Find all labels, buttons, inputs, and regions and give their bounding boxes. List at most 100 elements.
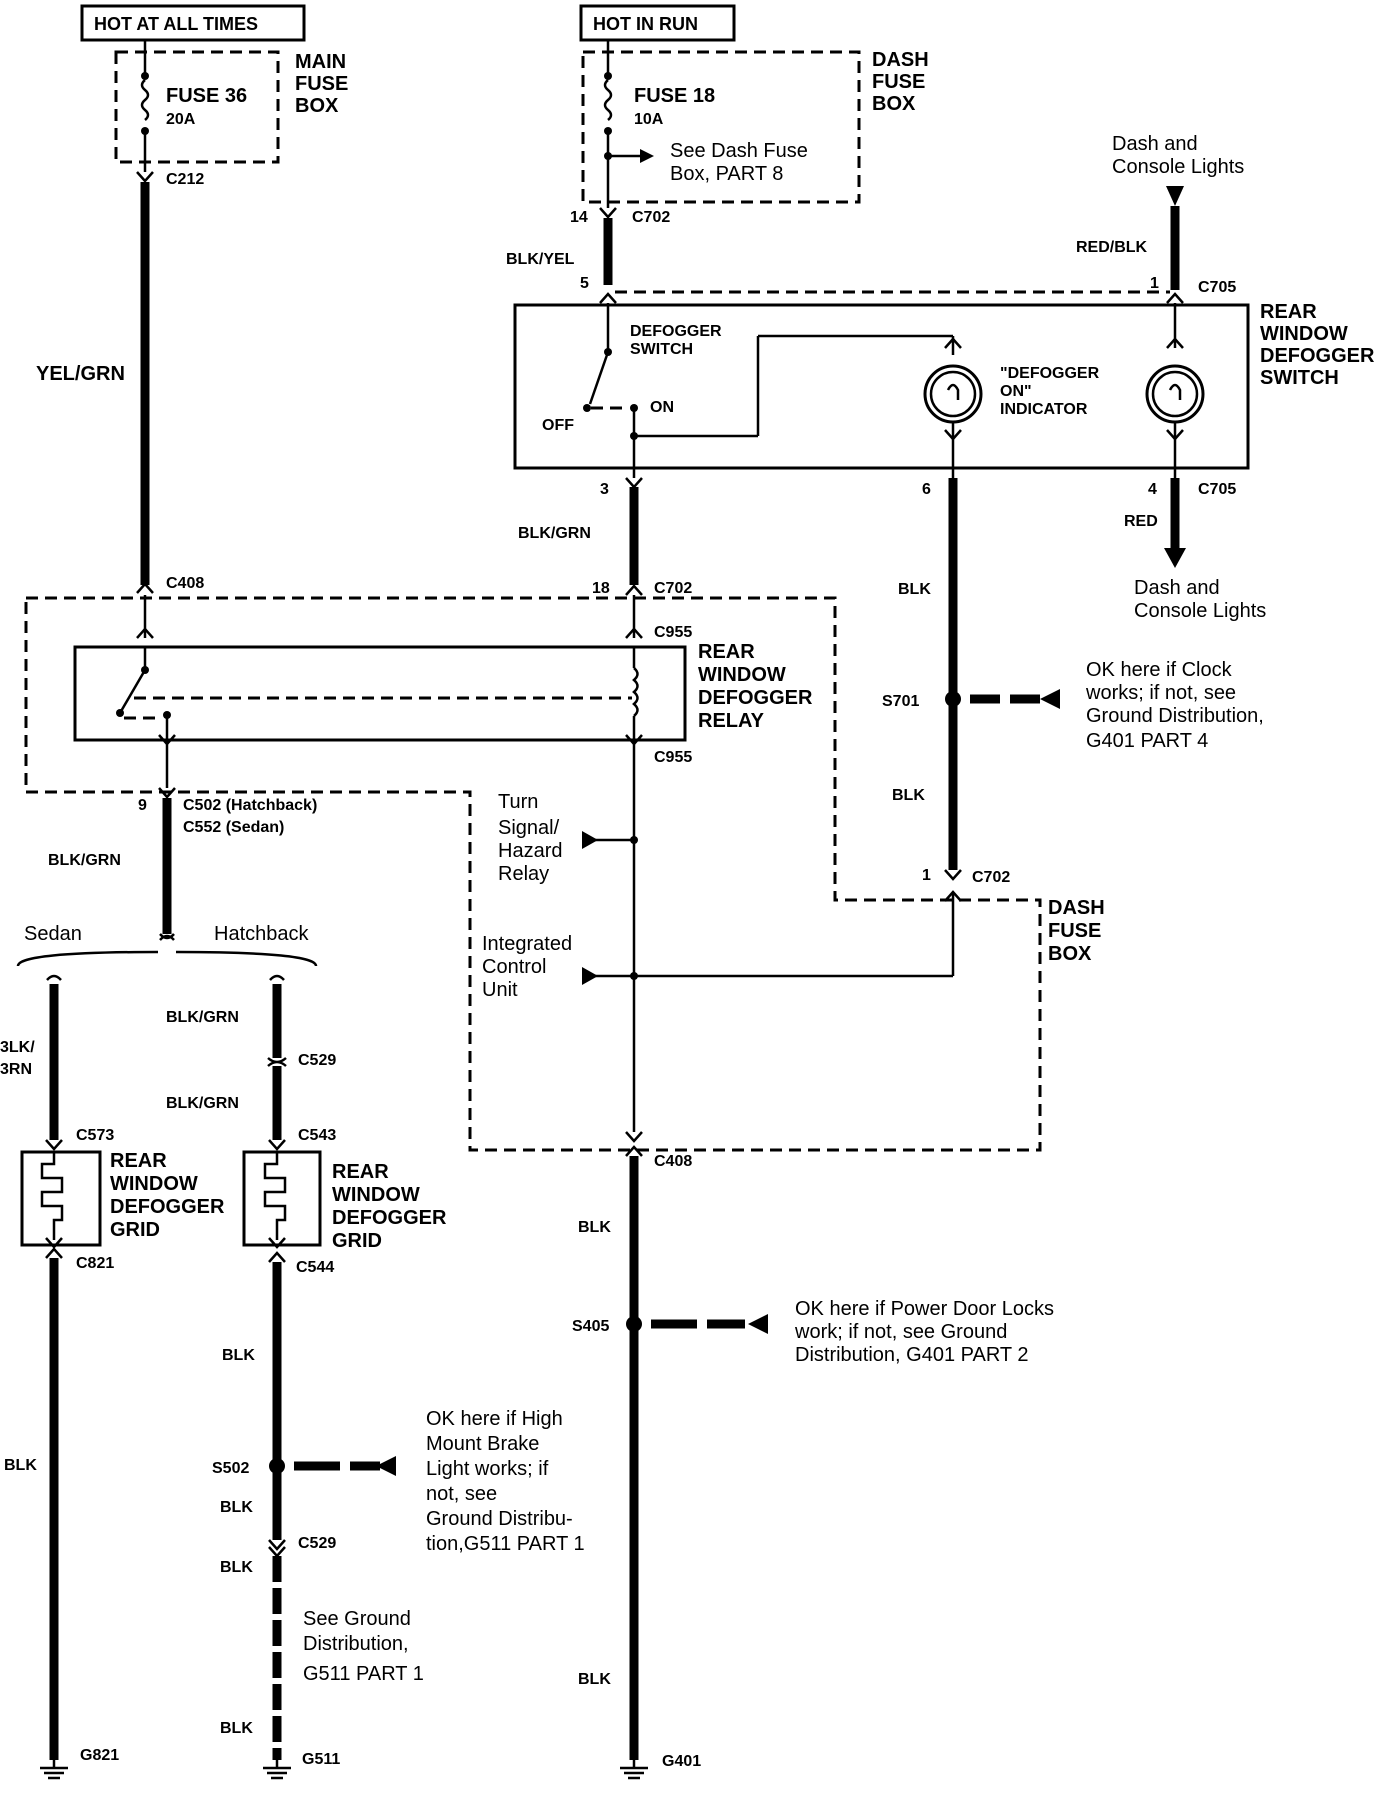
defogger-switch-label-1: DEFOGGER [630, 323, 722, 340]
dash-lights-top-line-2: Console Lights [1112, 156, 1244, 178]
c408-top-label: C408 [166, 575, 204, 592]
turn-relay-arrow-icon [582, 831, 598, 849]
pin-6-label: 6 [922, 481, 931, 498]
sedan-wire-label-2: 3RN [0, 1061, 32, 1078]
hot-in-run-box [579, 4, 736, 42]
switch-title-line-1: REAR [1260, 301, 1317, 323]
see-dash-fuse-line-1: See Dash Fuse [670, 140, 808, 162]
c821-label: C821 [76, 1255, 114, 1272]
pin-5-label: 5 [580, 275, 589, 292]
switch-title-line-2: WINDOW [1260, 323, 1348, 345]
hot-at-all-times-box [80, 4, 306, 42]
sedan-wire-label-1: 3LK/ [0, 1039, 35, 1056]
hatch-blk-label-4: BLK [220, 1720, 253, 1737]
defogger-switch-block: DEFOGGER SWITCH OFF ON "DEFOGGER ON" IND… [513, 292, 1250, 478]
pin-14-label: 14 [570, 209, 588, 226]
sedan-grid-line-4: GRID [110, 1219, 160, 1241]
c705-top-label: C705 [1198, 279, 1236, 296]
defogger-switch-blade [588, 351, 610, 405]
pin-1-top-label: 1 [1150, 275, 1159, 292]
dash-lights-bottom-line-1: Dash and [1134, 577, 1220, 599]
s502-note-line-3: Light works; if [426, 1458, 549, 1480]
hatch-grid-line-1: REAR [332, 1161, 389, 1183]
s701-note-line-1: OK here if Clock [1086, 659, 1233, 681]
s502-note-line-6: tion,G511 PART 1 [426, 1533, 585, 1555]
sedan-grid-line-1: REAR [110, 1150, 167, 1172]
dash-fuse-box-lower-line-3: BOX [1048, 943, 1092, 965]
g401-ground-icon [620, 1760, 648, 1780]
blk-yel-wire-label: BLK/YEL [506, 251, 575, 268]
c955-top-label: C955 [654, 624, 692, 641]
dash-fuse-box-lower-outline [24, 596, 1042, 1152]
c543-label: C543 [298, 1127, 336, 1144]
s701-label: S701 [882, 693, 919, 710]
c705-bottom-label: C705 [1198, 481, 1236, 498]
hatch-grid-line-3: DEFOGGER [332, 1207, 447, 1229]
s405-label: S405 [572, 1318, 609, 1335]
dash-lights-top-line-1: Dash and [1112, 133, 1198, 155]
fuse-18-symbol [603, 79, 613, 121]
sedan-grid-line-3: DEFOGGER [110, 1196, 225, 1218]
hatch-grid-line-4: GRID [332, 1230, 382, 1252]
defogger-switch-label-2: SWITCH [630, 341, 693, 358]
defogger-relay-housing [73, 645, 687, 742]
sedan-grid-line-2: WINDOW [110, 1173, 198, 1195]
turn-relay-line-4: Relay [498, 863, 549, 885]
defogger-on-indicator-bulb-icon [923, 364, 983, 424]
main-fuse-box: FUSE 36 20A MAIN FUSE BOX [114, 40, 348, 172]
c955-bottom-label: C955 [654, 749, 692, 766]
relay-title-line-2: WINDOW [698, 664, 786, 686]
see-dash-fuse-arrow-icon [640, 149, 654, 163]
s502-splice-icon [269, 1458, 285, 1474]
s502-note-line-1: OK here if High [426, 1408, 563, 1430]
g821-ground-icon [40, 1760, 68, 1780]
sedan-branch-label: Sedan [24, 923, 82, 945]
c529-lower-label: C529 [298, 1535, 336, 1552]
center-blk-label-2: BLK [578, 1671, 611, 1688]
s502-label: S502 [212, 1460, 249, 1477]
s405-ground-arrow-icon [748, 1314, 768, 1334]
icu-line-1: Integrated [482, 933, 572, 955]
dash-lights-output-arrow-icon [1164, 548, 1186, 568]
fuse-18-rating: 10A [634, 111, 664, 128]
c212-connector-symbol [136, 171, 154, 183]
switch-title-line-3: DEFOGGER [1260, 345, 1375, 367]
g511-label: G511 [302, 1751, 340, 1768]
red-blk-wire-label: RED/BLK [1076, 239, 1148, 256]
g401-label: G401 [662, 1753, 701, 1770]
c408-bottom-label: C408 [654, 1153, 692, 1170]
hatch-defogger-grid-icon [242, 1150, 322, 1247]
pin-1-lower-label: 1 [922, 867, 931, 884]
hatch-blk-grn-label-2: BLK/GRN [166, 1095, 239, 1112]
s701-note-line-4: G401 PART 4 [1086, 730, 1208, 752]
c212-label: C212 [166, 171, 204, 188]
dash-fuse-box-top-line-2: FUSE [872, 71, 925, 93]
switch-on-label: ON [650, 399, 674, 416]
fuse-18-name: FUSE 18 [634, 85, 715, 107]
c573-label: C573 [76, 1127, 114, 1144]
dash-fuse-box-top: FUSE 18 10A See Dash Fuse Box, PART 8 DA… [581, 40, 929, 208]
s405-note-line-1: OK here if Power Door Locks [795, 1298, 1054, 1320]
relay-title-line-4: RELAY [698, 710, 765, 732]
s405-note-line-2: work; if not, see Ground [794, 1321, 1007, 1343]
c702-mid-label: C702 [654, 580, 692, 597]
indicator-label-2: ON" [1000, 383, 1032, 400]
defogger-relay-block [73, 595, 687, 748]
red-wire-label: RED [1124, 513, 1158, 530]
g511-note-line-1: See Ground [303, 1608, 411, 1630]
hatch-blk-label-3: BLK [220, 1559, 253, 1576]
hot-in-run-label: HOT IN RUN [593, 14, 698, 34]
s701-ground-arrow-icon [1040, 689, 1060, 709]
g821-label: G821 [80, 1747, 119, 1764]
main-fuse-box-line-1: MAIN [295, 51, 346, 73]
indicator-label-3: INDICATOR [1000, 401, 1088, 418]
hatch-blk-grn-label-1: BLK/GRN [166, 1009, 239, 1026]
hatch-blk-label-2: BLK [220, 1499, 253, 1516]
s502-note-line-5: Ground Distribu- [426, 1508, 573, 1530]
c702-lower-label: C702 [972, 869, 1010, 886]
s405-splice-icon [626, 1316, 642, 1332]
s502-ground-arrow-icon [376, 1456, 396, 1476]
turn-relay-line-1: Turn [498, 791, 538, 813]
blk-wire-s701-label-1: BLK [898, 581, 931, 598]
center-blk-label-1: BLK [578, 1219, 611, 1236]
